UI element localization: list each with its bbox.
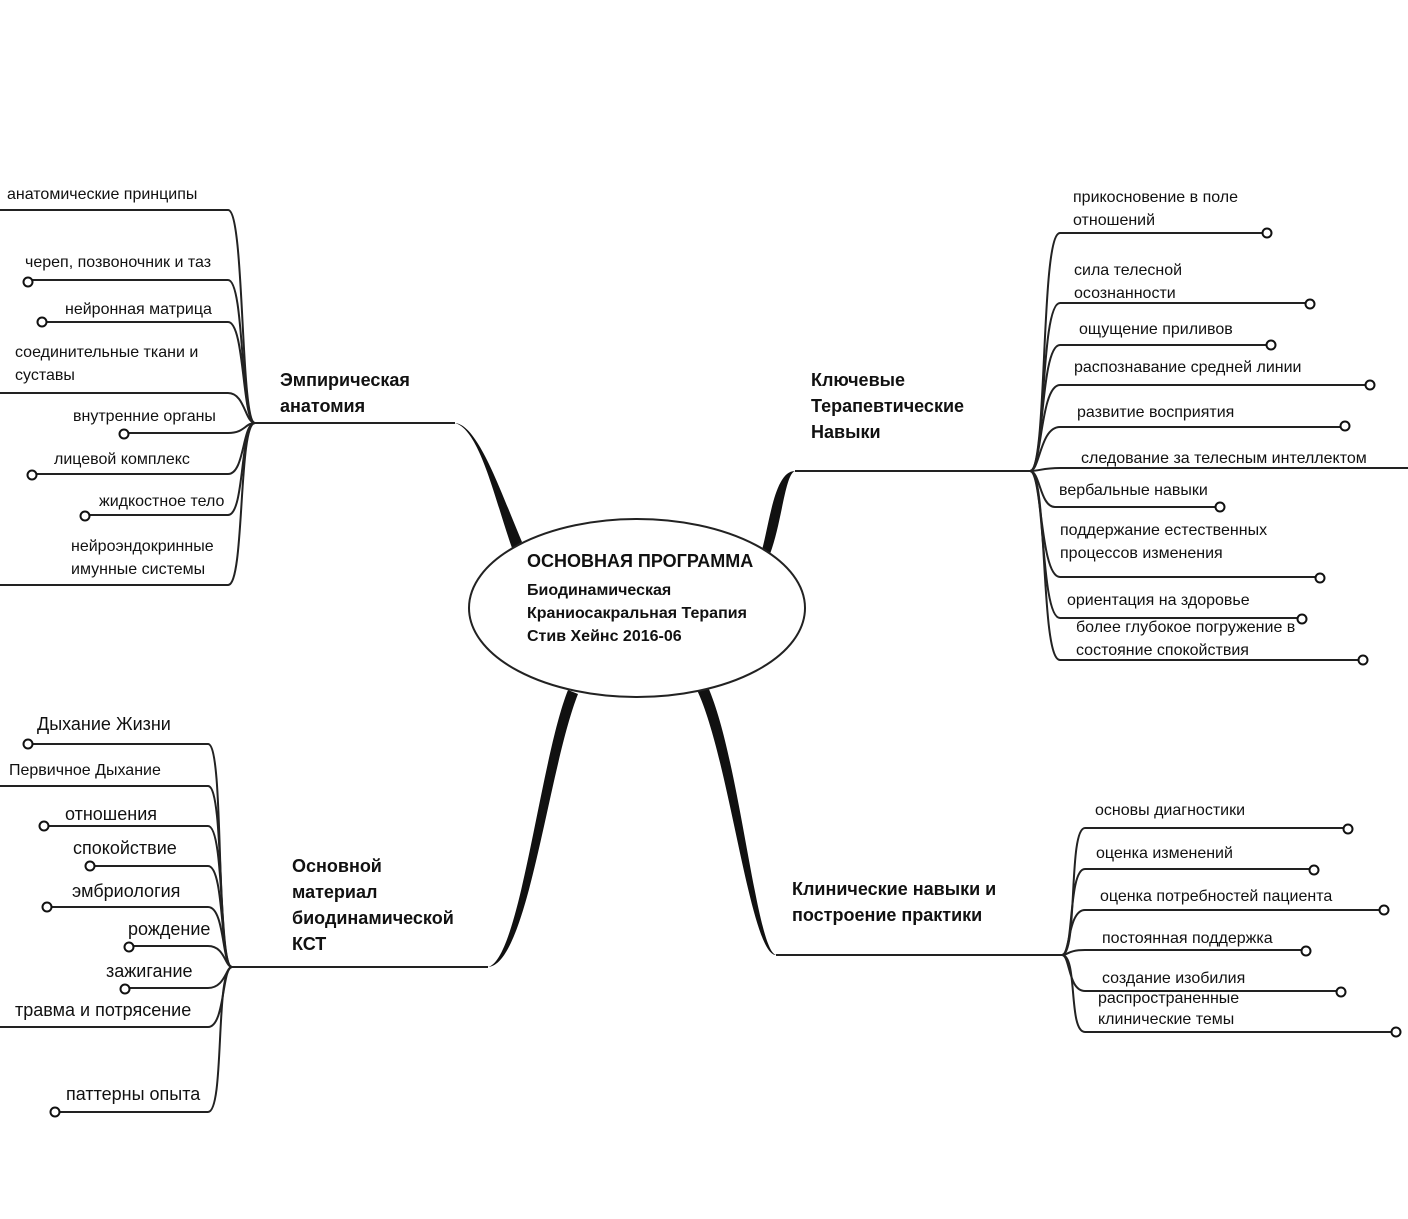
clinical-item-dot[interactable] [1300, 945, 1312, 957]
branch-label-line: Эмпирическая [280, 370, 410, 390]
branch-label-clinical[interactable]: Клинические навыки и построение практики [792, 876, 996, 928]
skills-item[interactable]: ориентация на здоровье [1067, 592, 1250, 609]
material-item[interactable]: отношения [65, 804, 158, 824]
center-title: ОСНОВНАЯ ПРОГРАММА [527, 551, 754, 571]
skills-item[interactable]: сила телесной осознанности [1074, 262, 1183, 302]
skills-item-dot[interactable] [1364, 379, 1376, 391]
skills-item[interactable]: ощущение приливов [1079, 321, 1233, 338]
material-lines [0, 743, 488, 1113]
material-item[interactable]: паттерны опыта [66, 1084, 201, 1104]
material-item[interactable]: спокойствие [73, 838, 177, 858]
skills-item[interactable]: более глубокое погружение в состояние сп… [1076, 619, 1296, 659]
skills-item[interactable]: следование за телесным интеллектом [1081, 450, 1367, 467]
branch-label-line: Ключевые [811, 370, 906, 390]
skills-item[interactable]: вербальные навыки [1059, 482, 1208, 499]
anatomy-item[interactable]: жидкостное тело [99, 493, 225, 510]
anatomy-item-dot[interactable] [26, 469, 38, 481]
clinical-item-dot[interactable] [1308, 864, 1320, 876]
branch-label-line: анатомия [280, 396, 366, 416]
material-item-dot[interactable] [84, 860, 96, 872]
skills-item[interactable]: поддержание естественных процессов измен… [1060, 522, 1268, 562]
material-item[interactable]: Дыхание Жизни [37, 714, 171, 734]
clinical-item-dot[interactable] [1378, 904, 1390, 916]
anatomy-item-dot[interactable] [36, 316, 48, 328]
material-item[interactable]: рождение [128, 919, 211, 939]
anatomy-item[interactable]: соединительные ткани и суставы [15, 344, 199, 384]
branch-label-line: Клинические навыки и [792, 879, 997, 899]
material-item-dot[interactable] [22, 738, 34, 750]
clinical-item[interactable]: постоянная поддержка [1102, 930, 1273, 947]
material-item-dot[interactable] [41, 901, 53, 913]
skills-item[interactable]: распознавание средней линии [1074, 359, 1302, 376]
branch-label-line: построение практики [792, 905, 983, 925]
clinical-item-dot[interactable] [1335, 986, 1347, 998]
anatomy-item[interactable]: нейронная матрица [65, 301, 212, 318]
branch-label-line: Терапевтические [811, 396, 965, 416]
branch-label-line: КСТ [292, 934, 327, 954]
connector-skills [762, 471, 795, 554]
branch-label-line: материал [292, 882, 378, 902]
material-item[interactable]: эмбриология [72, 881, 181, 901]
material-item-dot[interactable] [38, 820, 50, 832]
branch-label-anatomy[interactable]: Эмпирическая анатомия [280, 367, 410, 419]
center-subtitle-line: Биодинамическая [527, 582, 672, 599]
material-item[interactable]: травма и потрясение [15, 1000, 192, 1020]
branch-label-skills[interactable]: Ключевые Терапевтические Навыки [811, 367, 964, 445]
material-item-dot[interactable] [49, 1106, 61, 1118]
skills-item-dot[interactable] [1304, 298, 1316, 310]
connector-material [488, 690, 578, 967]
center-subtitle-line: Стив Хейнс 2016-06 [527, 628, 682, 645]
skills-item[interactable]: прикосновение в поле отношений [1073, 189, 1239, 229]
skills-lines [795, 232, 1408, 661]
clinical-item[interactable]: оценка потребностей пациента [1100, 888, 1333, 905]
anatomy-item[interactable]: анатомические принципы [7, 186, 198, 203]
connector-anatomy [455, 423, 522, 548]
skills-item-dot[interactable] [1261, 227, 1273, 239]
clinical-item[interactable]: распространенные клинические темы [1098, 990, 1240, 1028]
center-subtitle-line: Краниосакральная Терапия [527, 605, 747, 622]
branch-label-line: Основной [292, 856, 382, 876]
clinical-item[interactable]: основы диагностики [1095, 802, 1246, 819]
branch-label-material[interactable]: Основной материал биодинамической КСТ [292, 853, 454, 957]
anatomy-item[interactable]: нейроэндокринные имунные системы [71, 538, 214, 578]
center-node[interactable] [468, 518, 806, 698]
branch-label-line: биодинамической [292, 908, 454, 928]
skills-item-dot[interactable] [1357, 654, 1369, 666]
material-item[interactable]: Первичное Дыхание [9, 762, 161, 779]
skills-item-dot[interactable] [1339, 420, 1351, 432]
clinical-item-dot[interactable] [1342, 823, 1354, 835]
anatomy-item[interactable]: череп, позвоночник и таз [25, 254, 212, 271]
skills-item[interactable]: развитие восприятия [1077, 404, 1235, 421]
material-item-dot[interactable] [119, 983, 131, 995]
skills-item-dot[interactable] [1214, 501, 1226, 513]
clinical-item[interactable]: оценка изменений [1096, 845, 1233, 862]
anatomy-item-dot[interactable] [79, 510, 91, 522]
skills-item-dot[interactable] [1314, 572, 1326, 584]
connector-clinical [697, 687, 776, 955]
anatomy-lines [0, 209, 455, 586]
clinical-lines [776, 827, 1396, 1033]
anatomy-item[interactable]: лицевой комплекс [54, 451, 190, 468]
clinical-item[interactable]: создание изобилия [1102, 970, 1246, 987]
branch-label-line: Навыки [811, 422, 881, 442]
skills-item-dot[interactable] [1296, 613, 1308, 625]
anatomy-item-dot[interactable] [22, 276, 34, 288]
anatomy-item-dot[interactable] [118, 428, 130, 440]
anatomy-item[interactable]: внутренние органы [73, 408, 216, 425]
material-item-dot[interactable] [123, 941, 135, 953]
clinical-item-dot[interactable] [1390, 1026, 1402, 1038]
material-item[interactable]: зажигание [106, 961, 193, 981]
skills-item-dot[interactable] [1265, 339, 1277, 351]
